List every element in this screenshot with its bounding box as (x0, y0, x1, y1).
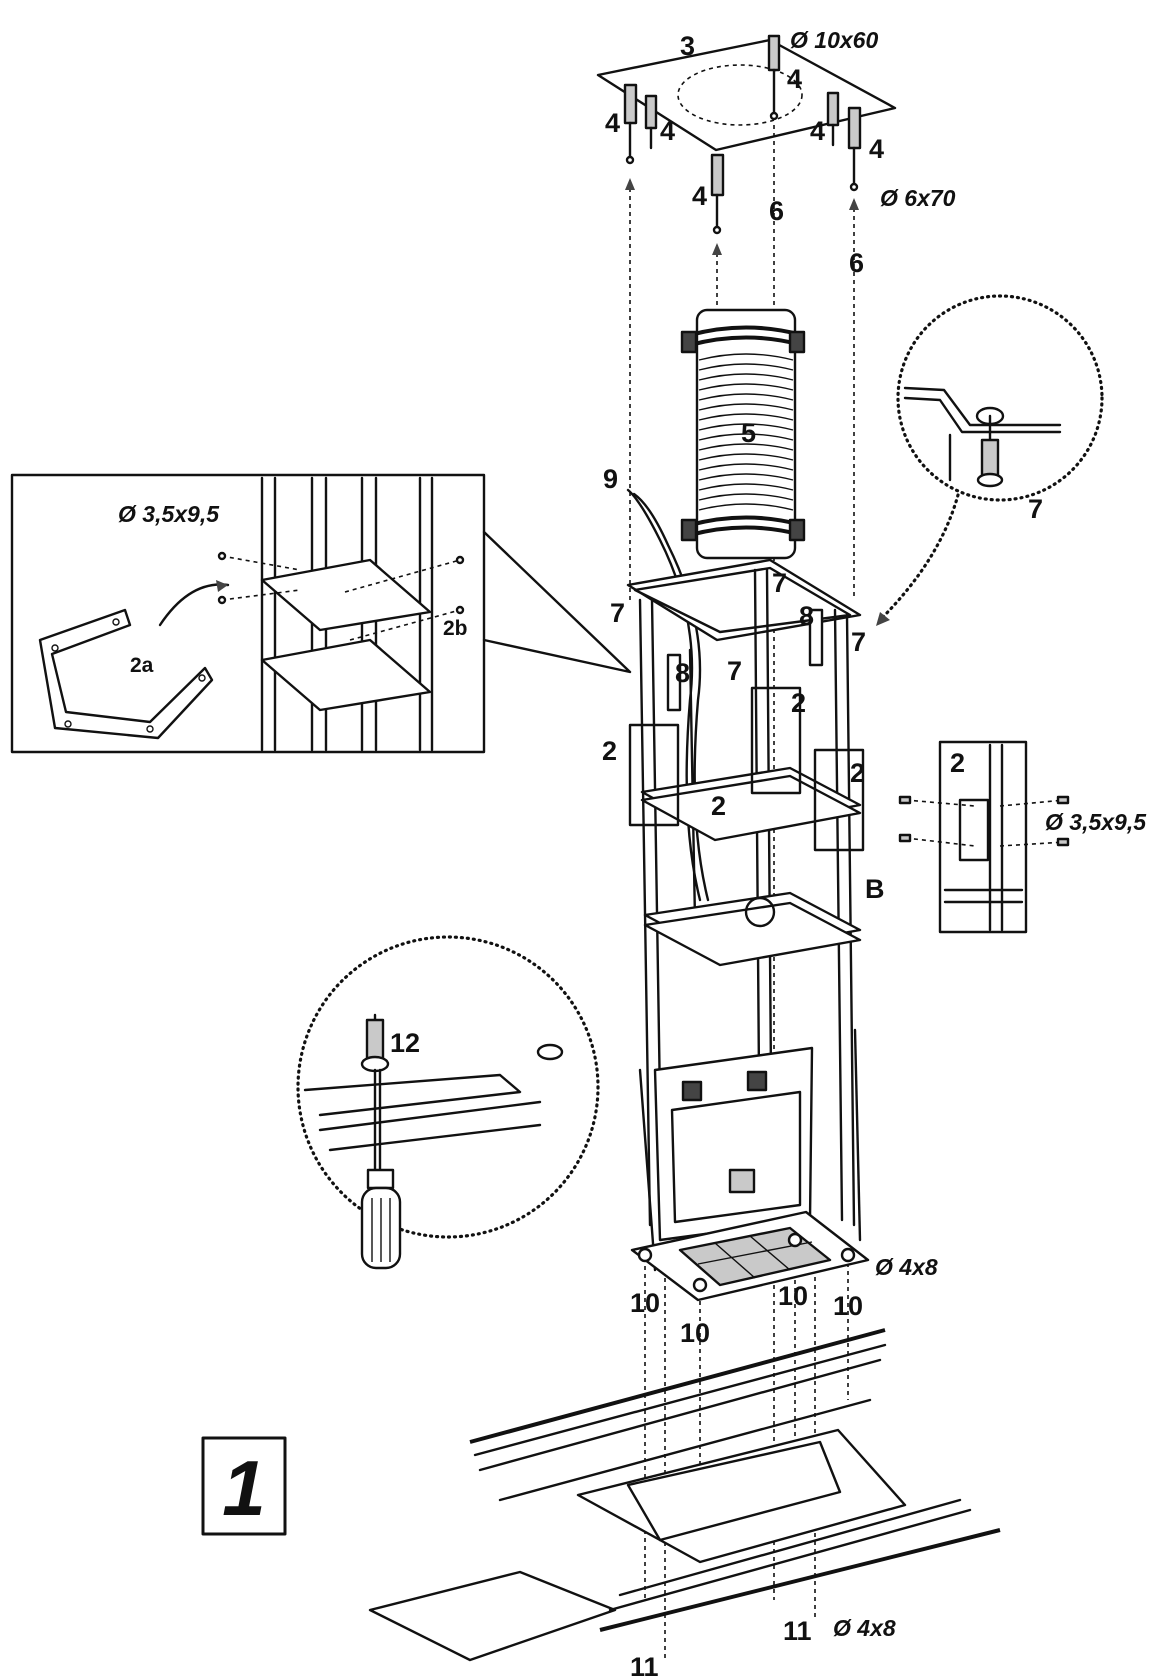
labels: 3 Ø 10x60 4 4 4 4 4 4 Ø 6x70 6 6 5 9 7 7… (118, 27, 1147, 1678)
label-bolt-top-dimension: Ø 10x60 (790, 27, 878, 53)
label-foot-b: 10 (680, 1318, 710, 1348)
bolt-front (710, 153, 725, 235)
detail-circle-screwdriver (296, 935, 600, 1270)
label-foot-d: 10 (833, 1291, 863, 1321)
label-spacer-inset: 2 (950, 748, 965, 778)
label-screw-base-dimension: Ø 4x8 (833, 1615, 896, 1641)
label-spacer-a: 2 (602, 736, 617, 766)
bolt-right-inner (826, 91, 840, 147)
detail-circle-frame-screw (876, 294, 1104, 626)
label-frame-top-mid: 7 (772, 568, 787, 598)
label-base-screw-b: 11 (630, 1652, 659, 1678)
hood-base (368, 1328, 1001, 1662)
label-bolt-a: 4 (787, 64, 802, 94)
label-frame-inner: 7 (727, 656, 742, 686)
ceiling-bolts (623, 34, 862, 235)
label-base-screw-a: 11 (783, 1616, 812, 1646)
label-bolt-c: 4 (660, 116, 675, 146)
label-bolt-side-dimension: Ø 6x70 (880, 185, 956, 211)
label-inset-part-b: 2b (443, 617, 468, 640)
bolt-left-outer (623, 83, 638, 165)
chimney-frame (626, 558, 870, 1302)
label-bolt-f: 4 (692, 181, 707, 211)
label-ceiling-plate: 3 (680, 31, 695, 61)
step-number-box: 1 (201, 1436, 287, 1536)
label-spacer-b: 2 (791, 688, 806, 718)
bolt-top-center (767, 34, 781, 121)
label-ring-b: B (865, 874, 885, 904)
label-screw-inset-right-dimension: Ø 3,5x9,5 (1045, 809, 1147, 835)
label-bolt-e: 4 (869, 134, 884, 164)
label-frame-top-left: 7 (610, 598, 625, 628)
label-bracket-right: 8 (799, 601, 814, 631)
label-screw-inset-left-dimension: Ø 3,5x9,5 (118, 501, 220, 527)
label-detail-screwdriver: 12 (390, 1028, 420, 1058)
label-anchor-right: 6 (849, 248, 864, 278)
bolt-left-inner (644, 94, 658, 150)
label-spacer-c: 2 (850, 758, 865, 788)
label-spacer-d: 2 (711, 791, 726, 821)
label-cable: 9 (603, 464, 618, 494)
label-screw-bottom-dimension: Ø 4x8 (875, 1254, 938, 1280)
label-duct: 5 (741, 418, 756, 448)
bolt-right-outer (847, 106, 862, 192)
spacer-highlights (628, 686, 865, 852)
label-frame-top-right: 7 (851, 627, 866, 657)
label-foot-a: 10 (630, 1288, 660, 1318)
label-bolt-d: 4 (810, 116, 825, 146)
label-bolt-b: 4 (605, 108, 620, 138)
inset-spacer-side (898, 740, 1070, 934)
label-inset-part-a: 2a (130, 654, 154, 677)
label-anchor-left: 6 (769, 196, 784, 226)
inset-spacer-detail (10, 473, 632, 754)
step-number: 1 (222, 1444, 265, 1532)
label-foot-c: 10 (778, 1281, 808, 1311)
label-detail-screw: 7 (1028, 494, 1043, 524)
label-bracket-left: 8 (675, 658, 690, 688)
flexible-duct (680, 308, 806, 560)
ceiling-plate (596, 38, 897, 152)
